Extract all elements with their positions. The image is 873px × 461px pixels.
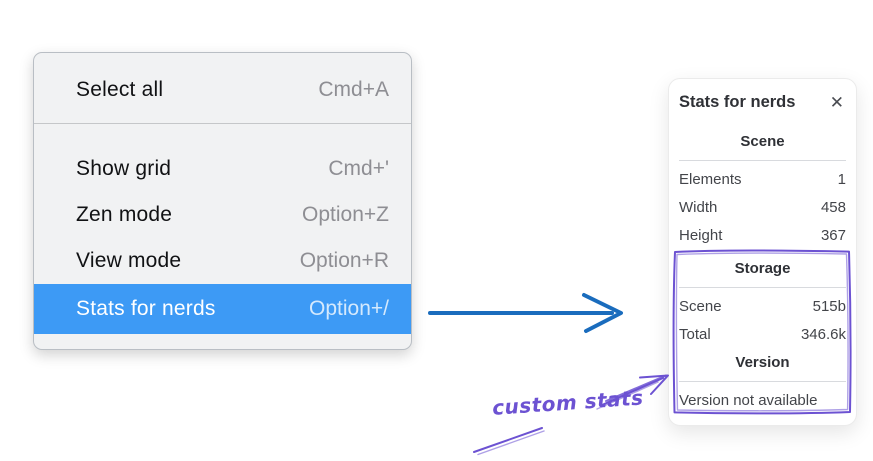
- stats-for-nerds-panel: Stats for nerds ✕ Scene Elements 1 Width…: [668, 78, 857, 426]
- stat-value: 367: [820, 226, 846, 244]
- stat-label: Scene: [679, 297, 722, 315]
- stat-label: Total: [679, 325, 711, 343]
- stat-value: 458: [820, 198, 846, 216]
- stat-row-elements: Elements 1: [679, 165, 846, 193]
- menu-item-label: Select all: [76, 78, 164, 101]
- section-divider: [679, 381, 846, 382]
- menu-item-shortcut: Cmd+': [328, 157, 389, 180]
- custom-stats-annotation: custom stats: [491, 385, 645, 420]
- stat-row-width: Width 458: [679, 193, 846, 221]
- stats-panel-title: Stats for nerds: [679, 92, 796, 111]
- menu-item-label: Show grid: [76, 157, 172, 180]
- stat-value: 346.6k: [800, 325, 846, 343]
- context-menu-section-top: Select all Cmd+A: [34, 53, 411, 123]
- stat-row-scene-storage: Scene 515b: [679, 292, 846, 320]
- stats-panel-header: Stats for nerds ✕: [679, 89, 846, 115]
- menu-item-shortcut: Cmd+A: [318, 78, 389, 101]
- menu-item-label: View mode: [76, 249, 182, 272]
- menu-item-label: Stats for nerds: [76, 297, 216, 320]
- menu-item-shortcut: Option+R: [299, 249, 389, 272]
- section-heading-version: Version: [735, 354, 790, 371]
- section-heading-scene: Scene: [740, 133, 785, 150]
- stat-row-total-storage: Total 346.6k: [679, 320, 846, 348]
- version-note: Version not available: [679, 391, 818, 409]
- menu-item-label: Zen mode: [76, 203, 173, 226]
- close-icon[interactable]: ✕: [829, 92, 844, 112]
- menu-item-stats-for-nerds[interactable]: Stats for nerds Option+/: [34, 284, 411, 334]
- stat-label: Elements: [679, 170, 742, 188]
- menu-item-shortcut: Option+/: [309, 297, 389, 320]
- context-menu: Select all Cmd+A Show grid Cmd+' Zen mod…: [33, 52, 412, 350]
- stat-row-height: Height 367: [679, 221, 846, 249]
- section-heading-storage: Storage: [734, 260, 791, 277]
- menu-divider: [34, 123, 411, 124]
- section-divider: [679, 287, 846, 288]
- menu-item-shortcut: Option+Z: [302, 203, 389, 226]
- menu-item-zen-mode[interactable]: Zen mode Option+Z: [34, 192, 411, 238]
- stat-value: 1: [837, 170, 846, 188]
- stat-label: Width: [679, 198, 718, 216]
- menu-item-select-all[interactable]: Select all Cmd+A: [34, 65, 411, 115]
- section-divider: [679, 160, 846, 161]
- context-menu-section-bottom: Show grid Cmd+' Zen mode Option+Z View m…: [34, 124, 411, 346]
- blue-arrow: [428, 293, 623, 333]
- stat-value: 515b: [812, 297, 846, 315]
- menu-item-show-grid[interactable]: Show grid Cmd+': [34, 146, 411, 192]
- stat-label: Height: [679, 226, 723, 244]
- menu-item-view-mode[interactable]: View mode Option+R: [34, 238, 411, 284]
